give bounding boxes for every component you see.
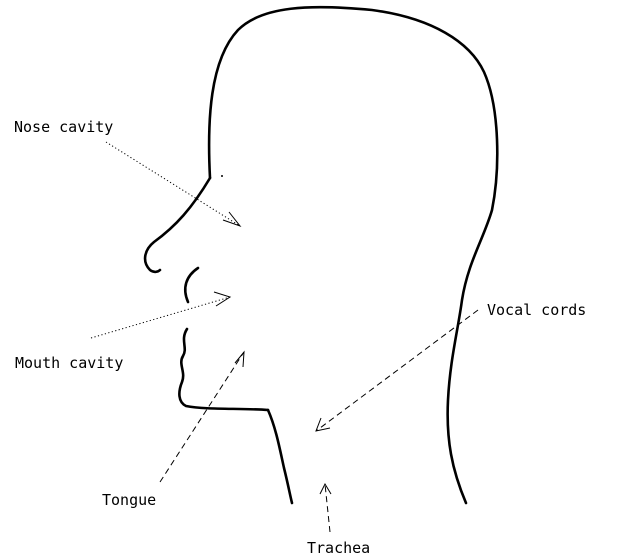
mouth-cavity-pointer — [91, 297, 230, 338]
tongue-pointer — [160, 352, 244, 482]
nose-outline — [145, 178, 210, 272]
mouth-cavity-arrowhead — [214, 292, 230, 306]
trachea-label: Trachea — [307, 539, 370, 557]
interior-dot — [221, 175, 223, 177]
neck-front — [268, 410, 292, 503]
vocal-cords-pointer — [316, 310, 478, 431]
nose-cavity-pointer — [106, 142, 240, 226]
mouth-cavity-label: Mouth cavity — [15, 354, 123, 372]
head-outline — [209, 7, 497, 503]
vocal-cords-label: Vocal cords — [487, 301, 586, 319]
tongue-arrowhead — [235, 352, 244, 367]
lower-lip-chin — [179, 329, 268, 410]
vocal-cords-arrowhead — [316, 418, 330, 431]
nose-cavity-label: Nose cavity — [14, 118, 113, 136]
tongue-label: Tongue — [102, 491, 156, 509]
upper-lip — [185, 268, 198, 302]
